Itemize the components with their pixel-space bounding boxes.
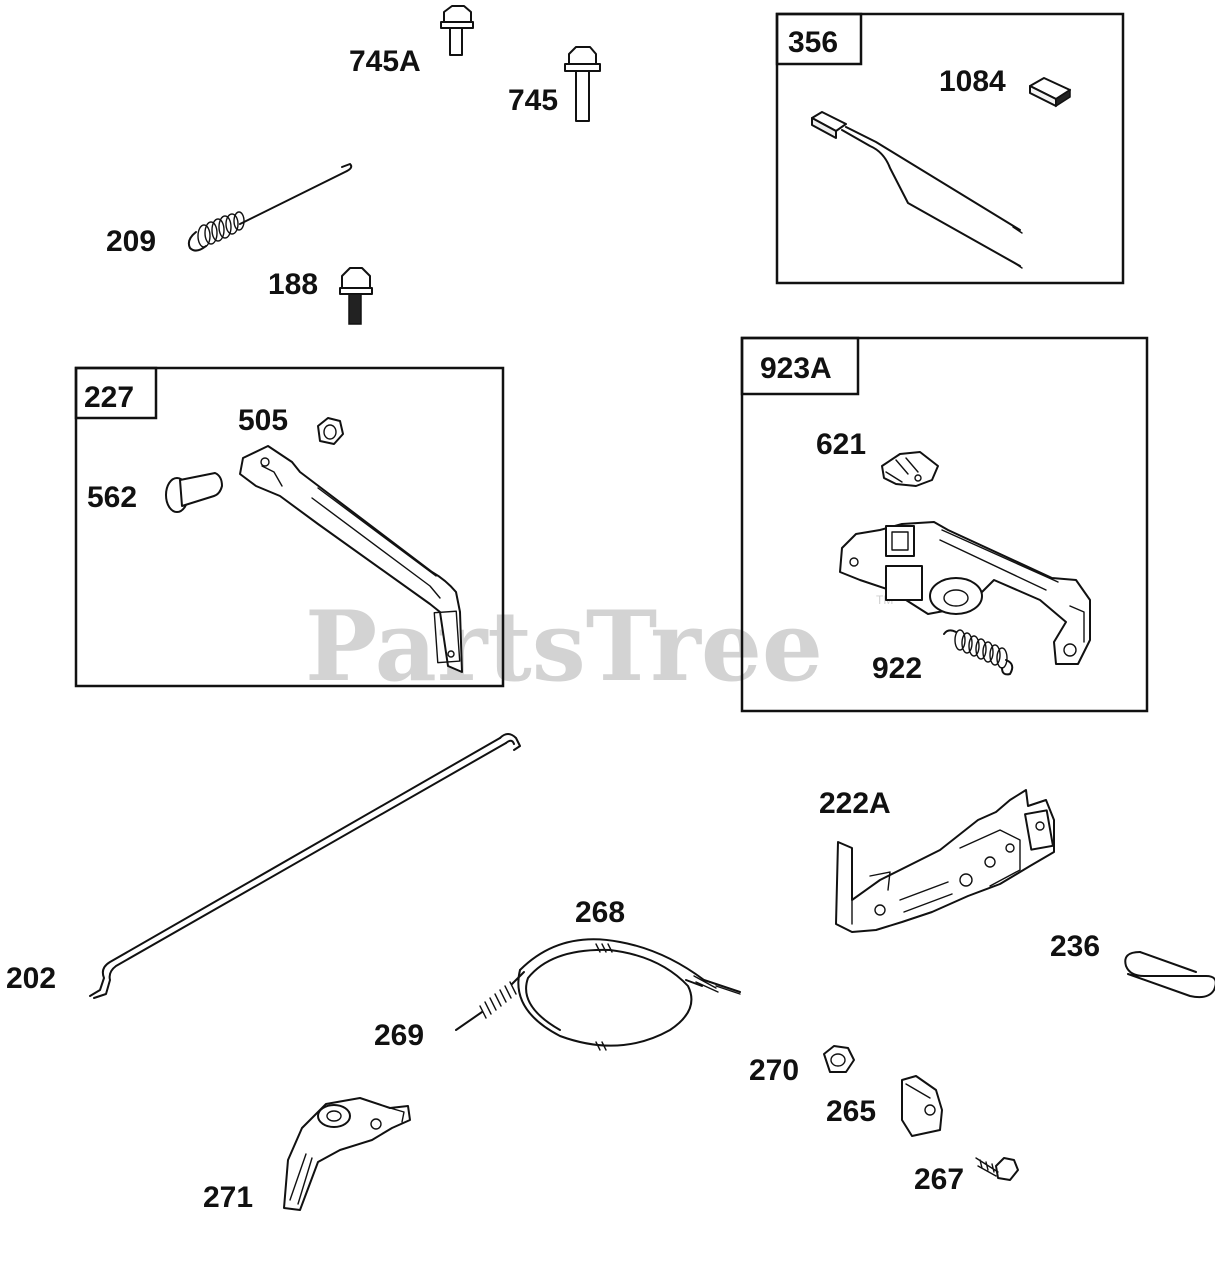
part-202-governor-rod[interactable] xyxy=(89,733,521,999)
callout-267: 267 xyxy=(914,1163,964,1196)
part-922-spring[interactable] xyxy=(943,629,1014,676)
callout-745A: 745A xyxy=(349,45,421,78)
callout-209: 209 xyxy=(106,225,156,258)
part-923A-control-bracket[interactable] xyxy=(839,521,1091,665)
part-268-cable-end xyxy=(693,975,741,995)
part-268-cable-bands xyxy=(595,943,613,1051)
callout-922: 922 xyxy=(872,652,922,685)
callout-236: 236 xyxy=(1050,930,1100,963)
part-270-nut[interactable] xyxy=(823,1045,855,1073)
callout-269: 269 xyxy=(374,1019,424,1052)
group-356-label: 356 xyxy=(788,26,838,59)
part-562-pin[interactable] xyxy=(165,472,223,513)
part-267-screw[interactable] xyxy=(975,1157,1019,1181)
part-922-coils xyxy=(954,629,1008,669)
group-227[interactable]: 227 xyxy=(74,366,505,688)
callout-265: 265 xyxy=(826,1095,876,1128)
part-271-governor-lever[interactable] xyxy=(283,1097,411,1211)
callout-270: 270 xyxy=(749,1054,799,1087)
callout-505: 505 xyxy=(238,404,288,437)
part-265-cable-clamp[interactable] xyxy=(901,1075,943,1137)
callout-562: 562 xyxy=(87,481,137,514)
part-621-clip[interactable] xyxy=(881,451,939,487)
callout-271: 271 xyxy=(203,1181,253,1214)
callout-222A: 222A xyxy=(819,787,891,820)
part-188-screw[interactable] xyxy=(339,267,373,325)
callout-745: 745 xyxy=(508,84,558,117)
group-923A-label: 923A xyxy=(760,352,832,385)
part-236-s-hook[interactable] xyxy=(1124,951,1215,999)
part-745A-bolt[interactable] xyxy=(440,5,474,56)
part-227-governor-lever[interactable] xyxy=(239,445,463,673)
part-1084-connector[interactable] xyxy=(1029,77,1071,108)
part-268-throttle-cable[interactable] xyxy=(517,938,741,1051)
group-923A[interactable]: 923A xyxy=(740,336,1149,713)
part-505-nut[interactable] xyxy=(317,417,344,445)
part-222A-control-bracket[interactable] xyxy=(835,789,1055,933)
callout-202: 202 xyxy=(6,962,56,995)
part-209-governor-spring-link[interactable] xyxy=(187,163,353,252)
group-227-label: 227 xyxy=(84,381,134,414)
part-269-coils xyxy=(479,981,517,1019)
callout-188: 188 xyxy=(268,268,318,301)
part-356-wire-harness[interactable] xyxy=(811,111,1023,269)
part-269-cable-spring[interactable] xyxy=(455,971,525,1031)
watermark: PartsTree xyxy=(305,590,823,703)
callout-621: 621 xyxy=(816,428,866,461)
group-356[interactable]: 356 xyxy=(775,12,1125,285)
callout-268: 268 xyxy=(575,896,625,929)
part-745-bolt[interactable] xyxy=(564,46,601,122)
callout-1084: 1084 xyxy=(939,65,1006,98)
part-209-coils xyxy=(197,211,245,248)
